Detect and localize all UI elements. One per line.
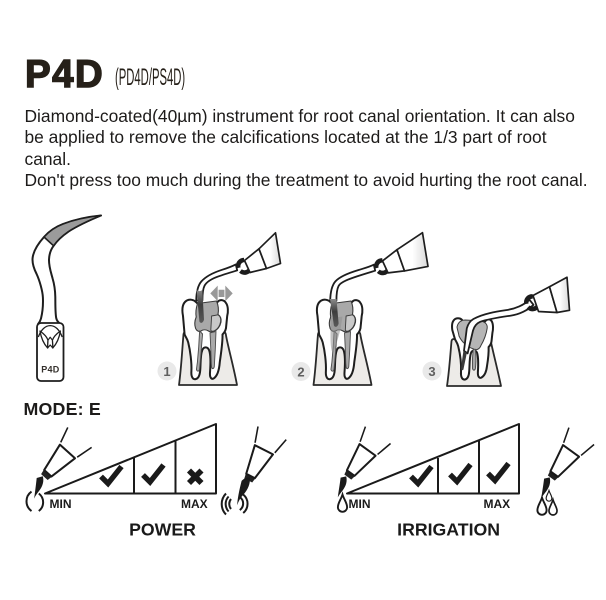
svg-text:MAX: MAX: [181, 497, 208, 511]
svg-text:2: 2: [297, 365, 304, 380]
svg-text:P4D: P4D: [41, 365, 60, 375]
svg-text:IRRIGATION: IRRIGATION: [397, 520, 500, 540]
svg-text:3: 3: [428, 364, 435, 379]
svg-text:POWER: POWER: [129, 520, 196, 540]
svg-text:MAX: MAX: [484, 497, 511, 511]
svg-text:MIN: MIN: [50, 497, 72, 511]
svg-text:1: 1: [163, 364, 170, 379]
svg-text:MIN: MIN: [349, 497, 371, 511]
